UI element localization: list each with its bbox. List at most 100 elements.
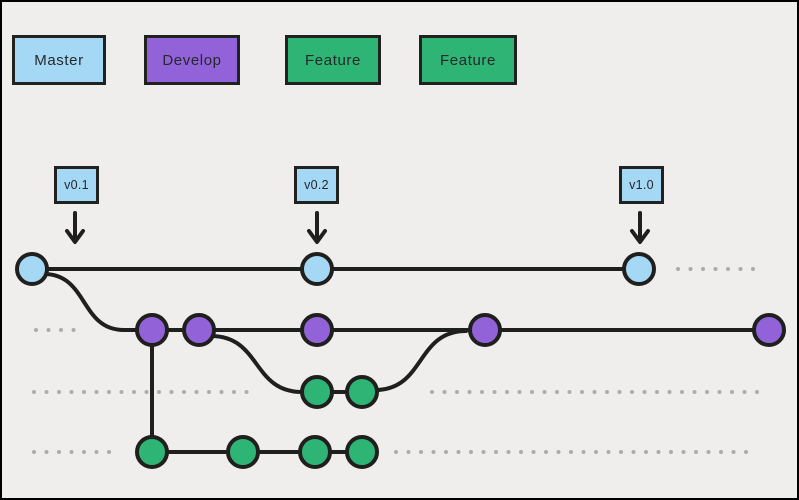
commit-develop [300,313,334,347]
dotted-line-feature-2 [394,450,398,454]
dotted-line-feature-2 [519,450,523,454]
dotted-line-feature-2 [107,450,111,454]
legend: Master Develop Feature Feature [2,35,797,87]
dotted-line-feature-1 [542,390,547,394]
dotted-line-feature-2 [644,450,648,454]
dotted-line-feature-1 [530,390,534,394]
release-tag-v0.1: v0.1 [54,166,99,204]
dotted-line-feature-2 [406,450,411,454]
commit-develop [182,313,216,347]
dotted-line-feature-2 [619,450,623,454]
dotted-line-feature-1 [730,390,734,394]
dotted-line-feature-1 [119,390,124,394]
dotted-line-master [676,267,680,271]
dotted-line-feature-2 [556,450,561,454]
legend-item-develop: Develop [144,35,240,85]
dotted-line-feature-2 [744,450,748,454]
dotted-line-feature-2 [719,450,723,454]
dotted-line-feature-1 [69,390,74,394]
dotted-line-feature-1 [667,390,672,394]
dotted-line-feature-1 [705,390,709,394]
dotted-line-feature-1 [505,390,509,394]
commit-feature-1 [300,375,334,409]
legend-item-master: Master [12,35,106,85]
dotted-line-master [701,267,705,271]
dotted-line-feature-2 [494,450,498,454]
dotted-line-feature-2 [656,450,661,454]
dotted-line-master [713,267,718,271]
commit-develop [135,313,169,347]
dotted-line-feature-2 [544,450,548,454]
dotted-line-feature-1 [82,390,86,394]
arrow-down-icon [630,229,650,244]
dotted-line-feature-2 [431,450,436,454]
commit-feature-2 [226,435,260,469]
dotted-line-feature-1 [630,390,634,394]
dotted-line-feature-1 [455,390,459,394]
dotted-line-feature-1 [617,390,622,394]
dotted-line-feature-2 [669,450,673,454]
dotted-line-feature-1 [592,390,597,394]
dotted-line-feature-1 [580,390,584,394]
dotted-line-develop [34,328,38,332]
dotted-line-feature-1 [32,390,36,394]
dotted-line-feature-2 [444,450,448,454]
dotted-line-feature-1 [642,390,647,394]
dotted-line-feature-1 [755,390,759,394]
commit-master [15,252,49,286]
dotted-line-feature-2 [631,450,636,454]
dotted-line-feature-2 [594,450,598,454]
commit-master [300,252,334,286]
legend-item-feature-2: Feature [419,35,517,85]
release-tag-v1.0: v1.0 [619,166,664,204]
commit-develop [468,313,502,347]
commit-feature-2 [298,435,332,469]
branch-master-to-develop [42,272,126,332]
dotted-line-master [751,267,755,271]
dotted-line-feature-1 [57,390,61,394]
dotted-line-feature-1 [144,390,149,394]
arrow-down-icon [307,229,327,244]
dotted-line-develop [46,328,51,332]
dotted-line-feature-2 [82,450,86,454]
dotted-line-feature-2 [481,450,486,454]
dotted-line-feature-2 [469,450,473,454]
dotted-line-master [726,267,730,271]
dotted-line-feature-2 [581,450,586,454]
release-tag-v0.2: v0.2 [294,166,339,204]
dotted-line-feature-1 [207,390,211,394]
arrow-down-icon [65,229,85,244]
dotted-line-feature-2 [32,450,36,454]
legend-item-feature-1: Feature [285,35,381,85]
dotted-line-feature-1 [132,390,136,394]
dotted-line-feature-1 [219,390,224,394]
dotted-line-feature-2 [69,450,74,454]
dotted-line-feature-1 [467,390,472,394]
dotted-line-feature-1 [717,390,722,394]
dotted-line-feature-1 [555,390,559,394]
dotted-line-feature-2 [57,450,61,454]
dotted-line-feature-1 [655,390,659,394]
dotted-line-feature-2 [44,450,49,454]
dotted-line-feature-1 [107,390,111,394]
dotted-line-develop [59,328,63,332]
dotted-line-feature-1 [680,390,684,394]
dotted-line-master [738,267,743,271]
dotted-line-feature-1 [517,390,522,394]
dotted-line-feature-1 [742,390,747,394]
commit-master [622,252,656,286]
commit-feature-2 [135,435,169,469]
dotted-line-feature-1 [157,390,161,394]
dotted-line-develop [71,328,76,332]
dotted-line-feature-2 [606,450,611,454]
branch-develop-to-feature-1 [209,334,304,394]
dotted-line-feature-1 [692,390,697,394]
commit-feature-1 [345,375,379,409]
dotted-line-feature-2 [456,450,461,454]
dotted-line-feature-1 [244,390,249,394]
merge-feature-1-to-develop [373,329,468,392]
dotted-line-feature-1 [567,390,572,394]
dotted-line-feature-1 [492,390,497,394]
